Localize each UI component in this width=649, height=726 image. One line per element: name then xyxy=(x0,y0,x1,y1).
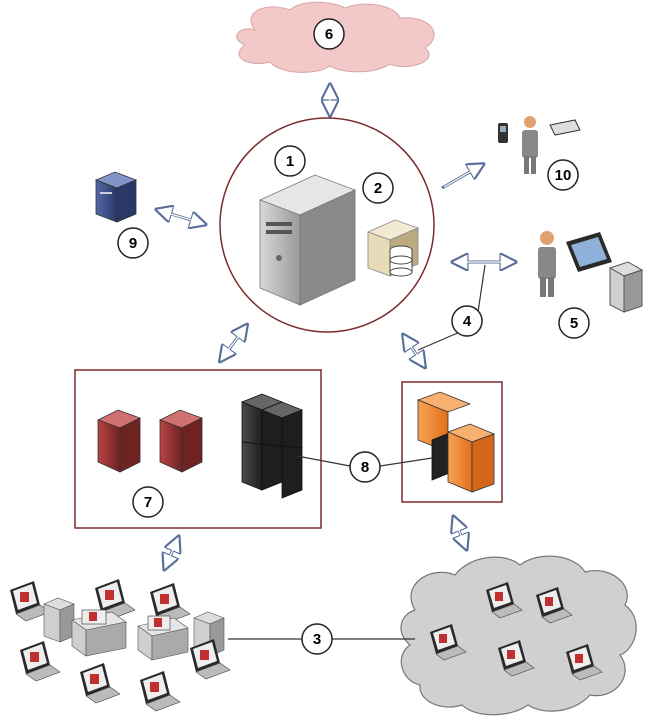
laptop-icon xyxy=(190,639,231,680)
desktop-icon xyxy=(43,597,75,643)
laptop-icon xyxy=(430,624,467,661)
red-server-icon xyxy=(158,409,204,473)
laptop-icon xyxy=(486,582,523,619)
callout-3: 3 xyxy=(301,623,333,655)
callout-8: 8 xyxy=(349,451,381,483)
callout-2: 2 xyxy=(362,172,394,204)
desktop-icon xyxy=(71,609,127,657)
red-server-icon xyxy=(96,409,142,473)
arrow-cores xyxy=(159,88,512,567)
callout-10: 10 xyxy=(547,159,579,191)
laptop-icon xyxy=(95,579,136,620)
blue-server-icon xyxy=(94,171,138,223)
callout-label: 9 xyxy=(129,235,137,252)
laptop-icon xyxy=(140,671,181,712)
tower-server-icon xyxy=(258,174,357,306)
core-services-circle xyxy=(219,117,435,333)
laptop-icon xyxy=(20,641,61,682)
callout-label: 10 xyxy=(555,167,572,184)
database-server-icon xyxy=(366,219,420,277)
callout-1: 1 xyxy=(274,145,306,177)
laptop-icon xyxy=(10,581,51,622)
callout-5: 5 xyxy=(558,307,590,339)
laptop-icon xyxy=(566,644,603,681)
mobile-user-icon xyxy=(498,116,581,174)
server-cluster-icon xyxy=(240,393,304,499)
callout-label: 3 xyxy=(313,631,321,648)
callout-7: 7 xyxy=(132,486,164,518)
firewall-icon xyxy=(416,391,496,493)
callout-label: 1 xyxy=(286,153,294,170)
callout-4: 4 xyxy=(451,305,483,337)
callout-label: 5 xyxy=(570,315,578,332)
firewall-box xyxy=(401,381,503,503)
workstation-user-icon xyxy=(538,231,644,313)
callout-label: 4 xyxy=(463,313,472,330)
server-group-box xyxy=(74,369,322,529)
client-cluster xyxy=(10,579,231,712)
laptop-icon xyxy=(536,587,573,624)
desktop-icon xyxy=(137,615,189,661)
callout-label: 7 xyxy=(144,494,152,511)
laptop-icon xyxy=(498,640,535,677)
laptop-icon xyxy=(80,663,121,704)
callout-6: 6 xyxy=(313,18,345,50)
callout-9: 9 xyxy=(117,227,149,259)
callout-label: 2 xyxy=(374,180,382,197)
callout-label: 8 xyxy=(361,459,369,476)
callout-label: 6 xyxy=(325,26,333,43)
